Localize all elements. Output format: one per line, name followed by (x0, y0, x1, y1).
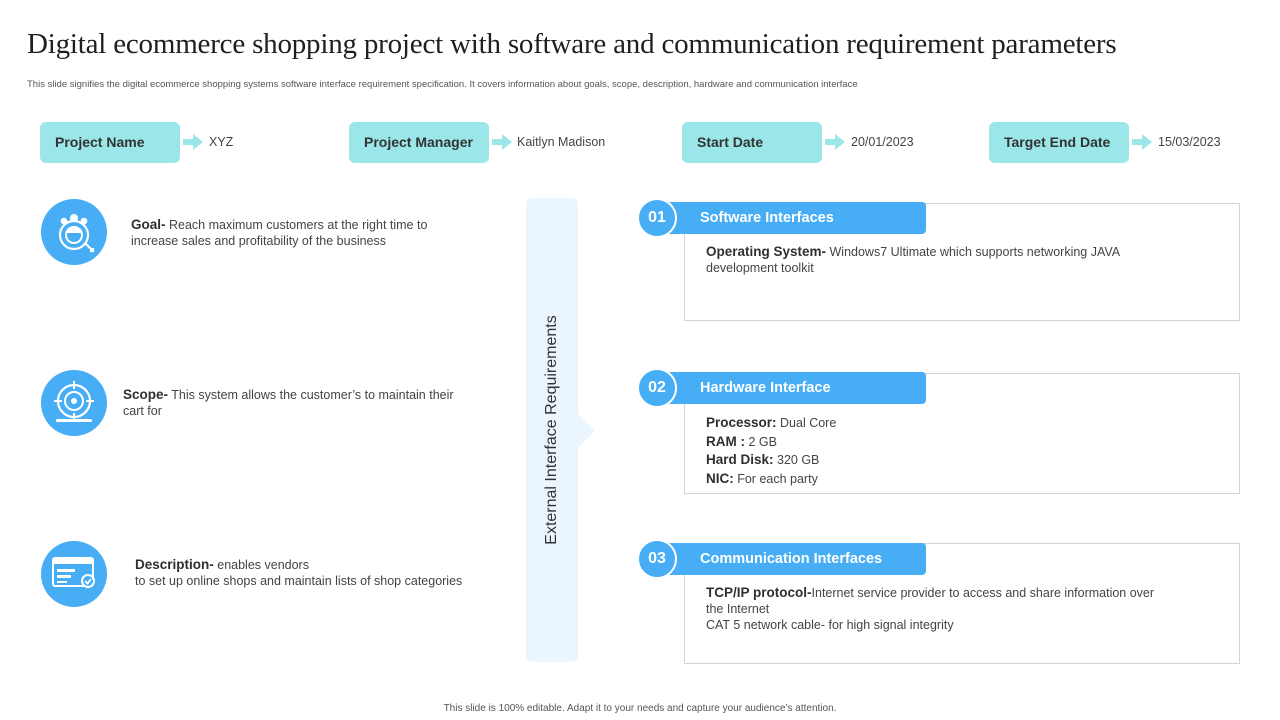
crosshair-target-icon (41, 370, 107, 436)
hard-disk-label: Hard Disk: (706, 452, 774, 467)
arrow-right-icon (825, 134, 845, 150)
tcp-ip-text-line2: the Internet (706, 602, 770, 616)
project-name-label: Project Name (40, 122, 180, 163)
processor-value: Dual Core (776, 416, 837, 430)
start-date-value: 20/01/2023 (851, 135, 914, 149)
description-text: Description- enables vendors to set up o… (135, 557, 505, 589)
band-pointer (578, 414, 595, 448)
ram-value: 2 GB (745, 434, 777, 449)
goal-text: Goal- Reach maximum customers at the rig… (131, 217, 491, 249)
description-label: Description- (135, 557, 214, 572)
communication-interfaces-header: Communication Interfaces (658, 543, 926, 575)
project-name-value: XYZ (209, 135, 234, 149)
tcp-ip-label: TCP/IP protocol- (706, 585, 812, 600)
project-manager-label: Project Manager (349, 122, 489, 163)
os-text-line1: Windows7 Ultimate which supports network… (826, 245, 1121, 259)
page-subtitle: This slide signifies the digital ecommer… (27, 79, 858, 90)
scope-label: Scope- (123, 387, 169, 402)
footer-note: This slide is 100% editable. Adapt it to… (443, 703, 837, 714)
software-interfaces-text: Operating System- Windows7 Ultimate whic… (706, 244, 1186, 276)
page-title: Digital ecommerce shopping project with … (27, 28, 1117, 60)
os-label: Operating System- (706, 244, 827, 259)
description-text-line2: to set up online shops and maintain list… (135, 574, 463, 588)
scope-text: Scope- This system allows the customer’s… (123, 387, 493, 419)
arrow-right-icon (1132, 134, 1152, 150)
hardware-interface-text: Processor: Dual Core RAM : 2 GB Hard Dis… (706, 414, 1186, 488)
arrow-right-icon (492, 134, 512, 150)
arrow-right-icon (183, 134, 203, 150)
section-number-02: 02 (637, 368, 677, 408)
goal-label: Goal- (131, 217, 166, 232)
tcp-ip-text-line1: Internet service provider to access and … (811, 586, 1155, 600)
hard-disk-value: 320 GB (773, 453, 820, 467)
start-date-label: Start Date (682, 122, 822, 163)
band-label: External Interface Requirements (543, 315, 560, 545)
processor-label: Processor: (706, 415, 777, 430)
nic-value: For each party (733, 471, 818, 486)
description-text-line1: enables vendors (213, 558, 309, 572)
cat5-text: CAT 5 network cable- for high signal int… (706, 618, 954, 632)
communication-interfaces-box (684, 543, 1240, 664)
document-check-icon (41, 541, 107, 607)
communication-interfaces-text: TCP/IP protocol-Internet service provide… (706, 585, 1186, 633)
target-end-date-label: Target End Date (989, 122, 1129, 163)
os-text-line2: development toolkit (706, 261, 814, 275)
team-target-icon (41, 199, 107, 265)
section-number-03: 03 (637, 539, 677, 579)
goal-text-line2: increase sales and profitability of the … (131, 234, 387, 248)
ram-label: RAM : (706, 433, 745, 449)
nic-label: NIC: (706, 470, 734, 486)
hardware-interface-header: Hardware Interface (658, 372, 926, 404)
project-manager-value: Kaitlyn Madison (517, 135, 606, 149)
section-number-01: 01 (637, 198, 677, 238)
scope-text-line2: cart for (123, 404, 162, 418)
goal-text-line1: Reach maximum customers at the right tim… (165, 218, 428, 232)
external-interface-band (526, 198, 578, 662)
target-end-date-value: 15/03/2023 (1158, 135, 1221, 149)
software-interfaces-header: Software Interfaces (658, 202, 926, 234)
scope-text-line1: This system allows the customer’s to mai… (168, 388, 454, 402)
